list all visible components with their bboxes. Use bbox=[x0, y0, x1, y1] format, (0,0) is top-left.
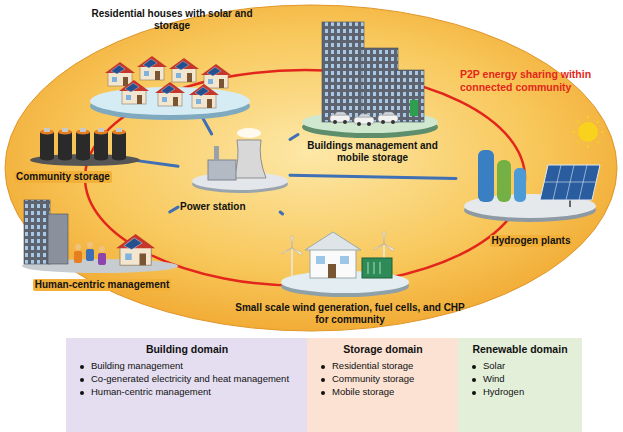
buildings-illustration bbox=[302, 22, 438, 138]
bullet-dot bbox=[472, 391, 476, 395]
bullet-dot bbox=[472, 378, 476, 382]
node-label: Hydrogen plants bbox=[490, 235, 573, 247]
bullet-row: Building management bbox=[68, 360, 306, 372]
bullet-dot bbox=[321, 391, 325, 395]
bullet-row: Wind bbox=[460, 373, 580, 385]
bullet-row: Human-centric management bbox=[68, 386, 306, 398]
domain-panel: Storage domainResidential storageCommuni… bbox=[307, 338, 459, 432]
bullet-text: Hydrogen bbox=[483, 386, 524, 398]
bullet-dot bbox=[472, 365, 476, 369]
power-link bbox=[137, 161, 178, 167]
bullet-row: Co-generated electricity and heat manage… bbox=[68, 373, 306, 385]
p2p-ring bbox=[85, 70, 525, 286]
panel-heading: Storage domain bbox=[309, 343, 457, 357]
power-link bbox=[290, 175, 456, 178]
power-link bbox=[290, 134, 298, 139]
bullet-dot bbox=[80, 378, 84, 382]
bullet-text: Mobile storage bbox=[332, 386, 394, 398]
bullet-row: Hydrogen bbox=[460, 386, 580, 398]
battery-illustration bbox=[30, 128, 140, 166]
platform-node: Power station bbox=[178, 134, 290, 214]
power-link bbox=[170, 207, 178, 212]
platform-node: Small scale wind generation, fuel cells,… bbox=[228, 212, 472, 327]
node-label: Buildings management and mobile storage bbox=[300, 140, 445, 164]
bullet-text: Solar bbox=[483, 360, 505, 372]
bullet-text: Co-generated electricity and heat manage… bbox=[91, 373, 289, 385]
panel-heading: Renewable domain bbox=[460, 343, 580, 357]
bullet-dot bbox=[80, 391, 84, 395]
platform-node: Hydrogen plants bbox=[456, 112, 606, 248]
bullet-dot bbox=[321, 378, 325, 382]
power-link bbox=[203, 118, 212, 134]
human-centric-illustration bbox=[22, 200, 178, 273]
node-label: Power station bbox=[180, 201, 246, 213]
bullet-row: Solar bbox=[460, 360, 580, 372]
community-ellipse bbox=[5, 5, 617, 331]
hydrogen-illustration bbox=[464, 116, 604, 222]
bullet-row: Mobile storage bbox=[309, 386, 457, 398]
power-station-illustration bbox=[192, 128, 288, 193]
bullet-row: Community storage bbox=[309, 373, 457, 385]
domain-panel: Renewable domainSolarWindHydrogen bbox=[458, 338, 582, 432]
bullet-dot bbox=[321, 365, 325, 369]
bullet-row: Residential storage bbox=[309, 360, 457, 372]
domain-panel: Building domainBuilding managementCo-gen… bbox=[66, 338, 308, 432]
callout-label: P2P energy sharing within connected comm… bbox=[460, 68, 600, 93]
wind-chp-illustration bbox=[281, 232, 409, 297]
node-label: Community storage bbox=[14, 171, 112, 183]
platform-node: Community storage bbox=[12, 120, 137, 184]
bullet-text: Community storage bbox=[332, 373, 414, 385]
bullet-text: Human-centric management bbox=[91, 386, 211, 398]
panel-heading: Building domain bbox=[68, 343, 306, 357]
node-label: Human-centric management bbox=[33, 279, 171, 291]
platform-node: Human-centric management bbox=[12, 212, 192, 292]
bullet-text: Residential storage bbox=[332, 360, 413, 372]
residential-illustration bbox=[90, 56, 250, 120]
bullet-text: Wind bbox=[483, 373, 505, 385]
platform-node: Residential houses with solar and storag… bbox=[80, 8, 264, 118]
node-label: Residential houses with solar and storag… bbox=[82, 8, 262, 32]
power-link bbox=[280, 212, 282, 214]
platform-node: Buildings management and mobile storage bbox=[298, 12, 447, 165]
node-label: Small scale wind generation, fuel cells,… bbox=[230, 302, 470, 326]
bullet-dot bbox=[80, 365, 84, 369]
bullet-text: Building management bbox=[91, 360, 183, 372]
